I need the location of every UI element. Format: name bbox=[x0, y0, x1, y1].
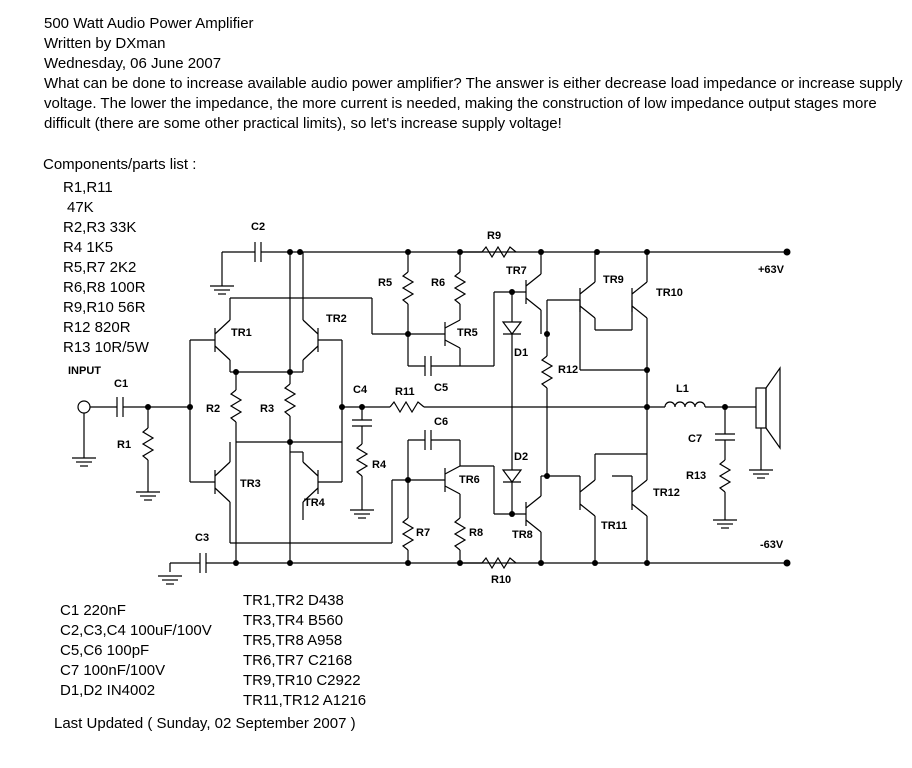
capacitor-entry: C7 100nF/100V bbox=[60, 662, 166, 679]
resistor-entry: 47K bbox=[67, 199, 94, 216]
resistor-entry: R2,R3 33K bbox=[63, 219, 137, 236]
transistor-entry: TR5,TR8 A958 bbox=[243, 632, 343, 649]
r8-label: R8 bbox=[469, 527, 483, 539]
r8-resistor bbox=[453, 517, 467, 551]
positive-rail-label: +63V bbox=[758, 264, 785, 276]
r2-label: R2 bbox=[206, 403, 220, 415]
tr11-label: TR11 bbox=[601, 520, 627, 532]
tr6-label: TR6 bbox=[459, 474, 480, 486]
r3-resistor bbox=[283, 383, 297, 417]
r6-label: R6 bbox=[431, 277, 445, 289]
l1-inductor bbox=[664, 401, 706, 408]
capacitor-list: C1 220nF C2,C3,C4 100uF/100V C5,C6 100pF… bbox=[60, 601, 212, 701]
tr8-label: TR8 bbox=[512, 529, 533, 541]
c2-label: C2 bbox=[251, 221, 265, 233]
r2-resistor bbox=[229, 389, 243, 423]
r11-resistor bbox=[389, 400, 425, 414]
l1-label: L1 bbox=[676, 383, 689, 395]
positive-rail-terminal bbox=[783, 248, 791, 256]
tr12-label: TR12 bbox=[653, 487, 680, 499]
c3-label: C3 bbox=[195, 532, 209, 544]
capacitor-entry: C1 220nF bbox=[60, 602, 126, 619]
tr1-label: TR1 bbox=[231, 327, 252, 339]
c7-label: C7 bbox=[688, 433, 702, 445]
transistor-entry: TR1,TR2 D438 bbox=[243, 592, 344, 609]
parts-heading: Components/parts list : bbox=[43, 156, 197, 173]
c6-label: C6 bbox=[434, 416, 448, 428]
r4-resistor bbox=[355, 443, 369, 477]
r12-label: R12 bbox=[558, 364, 578, 376]
transistor-list: TR1,TR2 D438 TR3,TR4 B560 TR5,TR8 A958 T… bbox=[243, 591, 366, 711]
capacitor-entry: C5,C6 100pF bbox=[60, 642, 150, 659]
intro-paragraph: What can be done to increase available a… bbox=[44, 75, 903, 132]
c5-label: C5 bbox=[434, 382, 448, 394]
transistor-entry: TR9,TR10 C2922 bbox=[243, 672, 361, 689]
r1-label: R1 bbox=[117, 439, 131, 451]
resistor-list: R1,R11 47K R2,R3 33K R4 1K5 R5,R7 2K2 R6… bbox=[63, 178, 149, 358]
tr4-label: TR4 bbox=[304, 497, 326, 509]
r5-label: R5 bbox=[378, 277, 392, 289]
article-title: 500 Watt Audio Power Amplifier bbox=[44, 15, 254, 32]
resistor-entry: R12 820R bbox=[63, 319, 131, 336]
r12-resistor bbox=[540, 355, 554, 389]
r6-resistor bbox=[453, 271, 467, 305]
diode-entry: D1,D2 IN4002 bbox=[60, 682, 156, 699]
resistor-entry: R13 10R/5W bbox=[63, 339, 149, 356]
transistor-entry: TR11,TR12 A1216 bbox=[243, 692, 367, 709]
r13-label: R13 bbox=[686, 470, 706, 482]
tr3-label: TR3 bbox=[240, 478, 261, 490]
tr10-label: TR10 bbox=[656, 287, 683, 299]
r7-resistor bbox=[401, 517, 415, 551]
r13-resistor bbox=[718, 459, 732, 493]
date-line: Wednesday, 06 June 2007 bbox=[44, 55, 222, 72]
resistor-entry: R5,R7 2K2 bbox=[63, 259, 137, 276]
resistor-entry: R9,R10 56R bbox=[63, 299, 146, 316]
d1-diode bbox=[501, 321, 523, 335]
negative-rail-terminal bbox=[783, 559, 791, 567]
d2-diode bbox=[501, 469, 523, 483]
author-line: Written by DXman bbox=[44, 35, 166, 52]
r7-label: R7 bbox=[416, 527, 430, 539]
r11-label: R11 bbox=[395, 386, 415, 398]
r10-resistor bbox=[481, 556, 517, 570]
last-updated: Last Updated ( Sunday, 02 September 2007… bbox=[54, 715, 356, 732]
resistor-entry: R4 1K5 bbox=[63, 239, 114, 256]
r3-label: R3 bbox=[260, 403, 274, 415]
transistor-entry: TR3,TR4 B560 bbox=[243, 612, 344, 629]
resistor-entry: R1,R11 bbox=[63, 179, 113, 196]
r4-label: R4 bbox=[372, 459, 387, 471]
d2-label: D2 bbox=[514, 451, 528, 463]
d1-label: D1 bbox=[514, 347, 528, 359]
speaker-icon bbox=[755, 387, 767, 429]
c1-label: C1 bbox=[114, 378, 128, 390]
c4-label: C4 bbox=[353, 384, 368, 396]
transistor-entry: TR6,TR7 C2168 bbox=[243, 652, 353, 669]
r5-resistor bbox=[401, 271, 415, 305]
tr7-label: TR7 bbox=[506, 265, 527, 277]
tr9-label: TR9 bbox=[603, 274, 624, 286]
tr5-label: TR5 bbox=[457, 327, 478, 339]
r1-resistor bbox=[141, 427, 155, 461]
r9-label: R9 bbox=[487, 230, 501, 242]
negative-rail-label: -63V bbox=[760, 539, 784, 551]
r10-label: R10 bbox=[491, 574, 511, 586]
input-terminal bbox=[77, 400, 91, 414]
tr2-label: TR2 bbox=[326, 313, 347, 325]
capacitor-entry: C2,C3,C4 100uF/100V bbox=[60, 622, 212, 639]
r9-resistor bbox=[481, 245, 517, 259]
input-label: INPUT bbox=[68, 365, 101, 377]
resistor-entry: R6,R8 100R bbox=[63, 279, 146, 296]
